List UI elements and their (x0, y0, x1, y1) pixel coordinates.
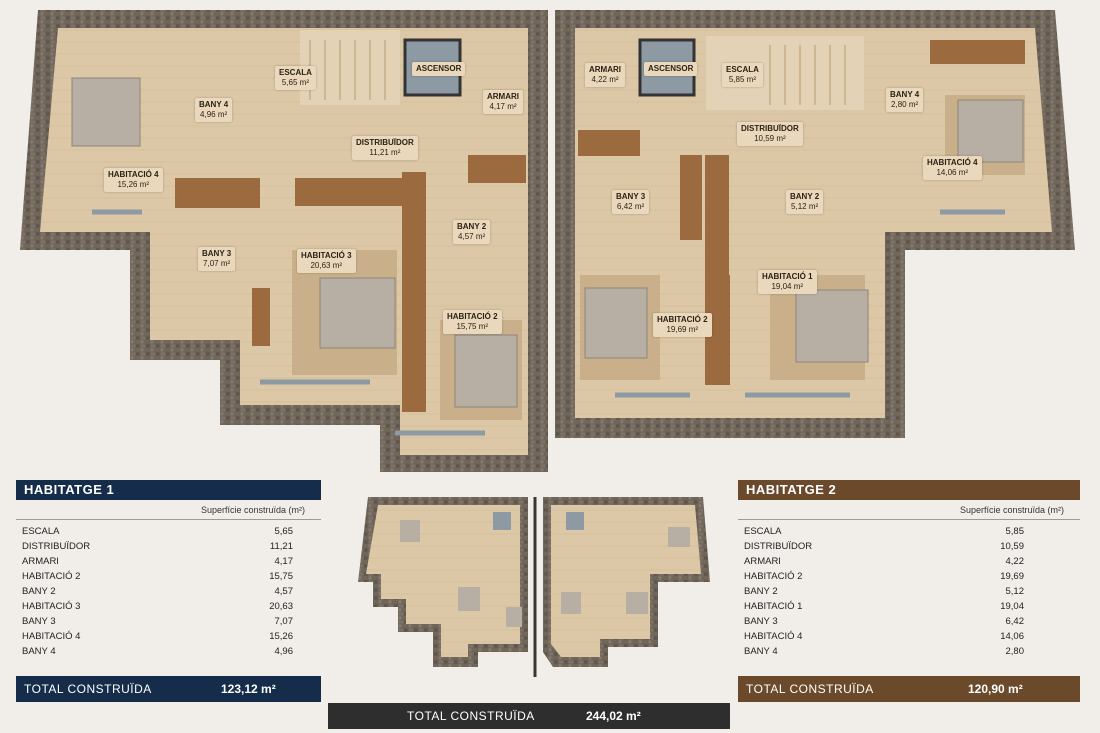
bed-h4b (957, 99, 1024, 163)
bed-h4 (71, 77, 141, 147)
bed-h2b (584, 287, 648, 359)
bed-h3 (319, 277, 396, 349)
table-title: HABITATGE 2 (738, 480, 1080, 500)
total-row: TOTAL CONSTRUÏDA 120,90 m² (738, 676, 1080, 702)
wardrobe-2d (930, 40, 1025, 64)
total-label: TOTAL CONSTRUÏDA (24, 682, 152, 696)
total-value: 123,12 m² (221, 682, 276, 696)
plan-habitatge-2 (555, 10, 1075, 438)
total-label: TOTAL CONSTRUÏDA (746, 682, 874, 696)
grand-total-label: TOTAL CONSTRUÏDA (407, 709, 535, 723)
total-row: TOTAL CONSTRUÏDA 123,12 m² (16, 676, 321, 702)
grand-total-bar: TOTAL CONSTRUÏDA 244,02 m² (328, 703, 730, 729)
table-habitatge-1: HABITATGE 1 Superfície construïda (m²) E… (16, 480, 321, 702)
table-subtitle: Superfície construïda (m²) (16, 500, 321, 520)
room-label-ascensor-2: ASCENSOR (644, 62, 698, 76)
bed-h2 (454, 334, 518, 408)
wardrobe-1c (402, 172, 426, 412)
wardrobe-2b (680, 155, 702, 240)
desk-h3 (252, 288, 270, 346)
total-value: 120,90 m² (968, 682, 1023, 696)
wardrobe-1b (295, 178, 405, 206)
table-habitatge-2: HABITATGE 2 Superfície construïda (m²) E… (738, 480, 1080, 702)
wardrobe-1d (468, 155, 526, 183)
bed-h1 (795, 289, 869, 363)
wardrobe-1a (175, 178, 260, 208)
stair-1 (300, 30, 400, 105)
grand-total-value: 244,02 m² (586, 709, 641, 723)
table-title: HABITATGE 1 (16, 480, 321, 500)
wardrobe-2a (578, 130, 640, 156)
overview-plan (358, 497, 710, 677)
floor-plans (20, 10, 1075, 472)
room-label-ascensor-1: ASCENSOR (412, 62, 466, 76)
desk-h2b (712, 275, 730, 385)
table-subtitle: Superfície construïda (m²) (738, 500, 1080, 520)
